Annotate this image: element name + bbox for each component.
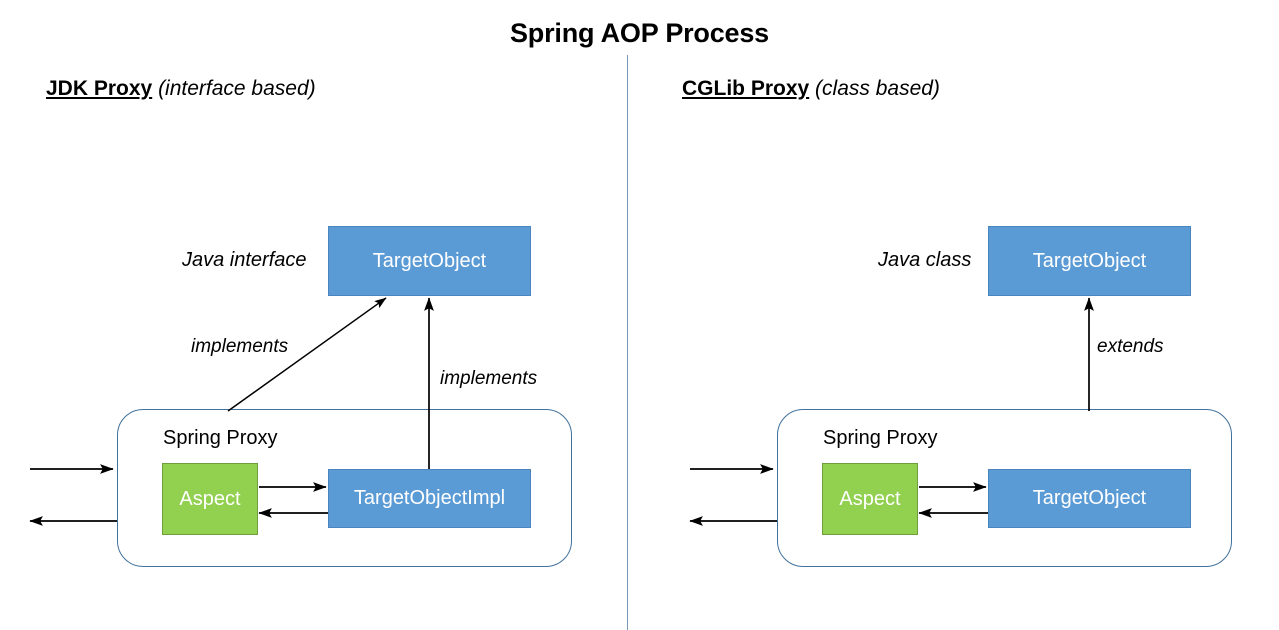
jdk-implements-diagonal-label: implements xyxy=(191,336,289,357)
cglib-proxy-heading: CGLib Proxy (class based) xyxy=(682,77,940,101)
cglib-aspect-box[interactable]: Aspect xyxy=(822,463,918,535)
cglib-target-object-box-inner[interactable]: TargetObject xyxy=(988,469,1191,528)
java-interface-label: Java interface xyxy=(182,249,307,271)
jdk-target-object-box[interactable]: TargetObject xyxy=(328,226,531,296)
cglib-spring-proxy-label: Spring Proxy xyxy=(823,427,938,449)
jdk-proxy-heading-strong: JDK Proxy xyxy=(46,77,153,100)
jdk-implements-vertical-label: implements xyxy=(440,368,538,389)
java-class-label: Java class xyxy=(878,249,972,271)
jdk-aspect-box[interactable]: Aspect xyxy=(162,463,258,535)
cglib-extends-label: extends xyxy=(1097,336,1164,357)
page-title: Spring AOP Process xyxy=(510,18,769,48)
jdk-proxy-heading-italic: (interface based) xyxy=(158,77,316,100)
cglib-proxy-heading-strong: CGLib Proxy xyxy=(682,77,810,100)
jdk-target-object-impl-box[interactable]: TargetObjectImpl xyxy=(328,469,531,528)
panel-divider xyxy=(627,55,628,630)
cglib-proxy-heading-italic: (class based) xyxy=(815,77,940,100)
cglib-target-object-box[interactable]: TargetObject xyxy=(988,226,1191,296)
jdk-proxy-heading: JDK Proxy (interface based) xyxy=(46,77,316,101)
jdk-spring-proxy-label: Spring Proxy xyxy=(163,427,278,449)
